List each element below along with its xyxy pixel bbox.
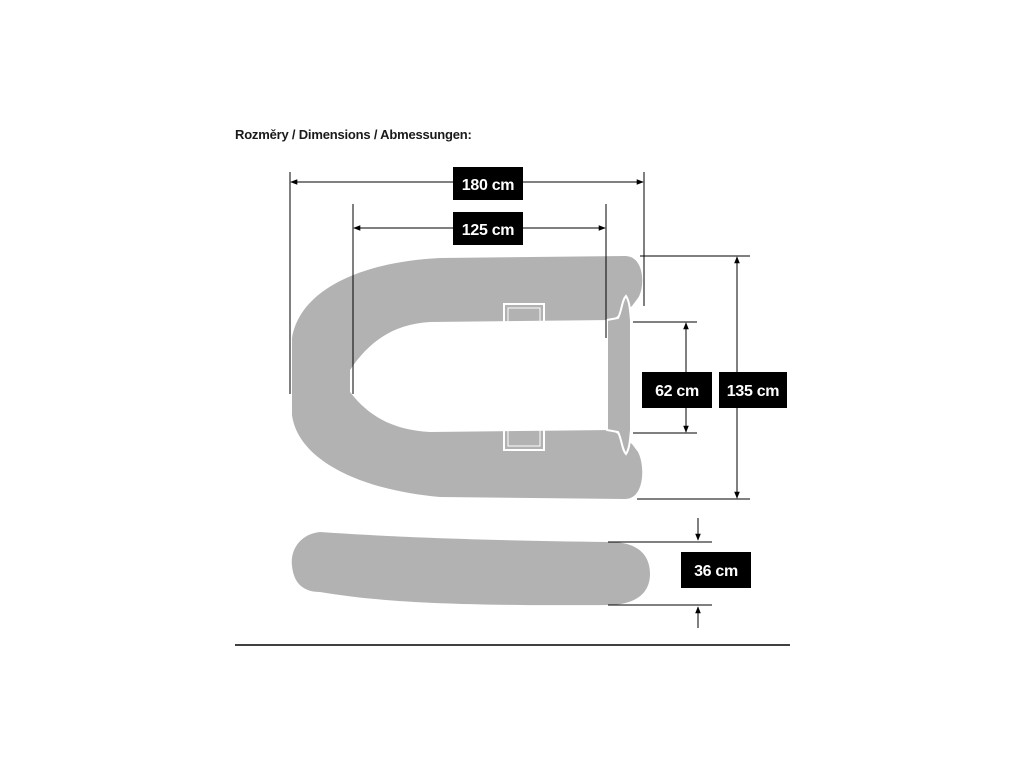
label-tube-diameter: 36 cm: [694, 563, 738, 580]
diagram-heading: Rozměry / Dimensions / Abmessungen:: [235, 127, 472, 142]
label-box-125: [453, 212, 523, 245]
label-inner-length: 125 cm: [462, 222, 515, 239]
label-box-62: [642, 372, 712, 408]
label-total-width: 135 cm: [727, 383, 780, 400]
seat-bench: [503, 303, 545, 451]
label-box-36: [681, 552, 751, 588]
boat-hull-top-view: [292, 256, 643, 499]
label-total-length: 180 cm: [462, 177, 515, 194]
transom: [606, 294, 632, 456]
label-box-135: [719, 372, 787, 408]
label-box-180: [453, 167, 523, 200]
label-transom-width: 62 cm: [655, 383, 699, 400]
boat-hull-side-view: [291, 532, 650, 606]
